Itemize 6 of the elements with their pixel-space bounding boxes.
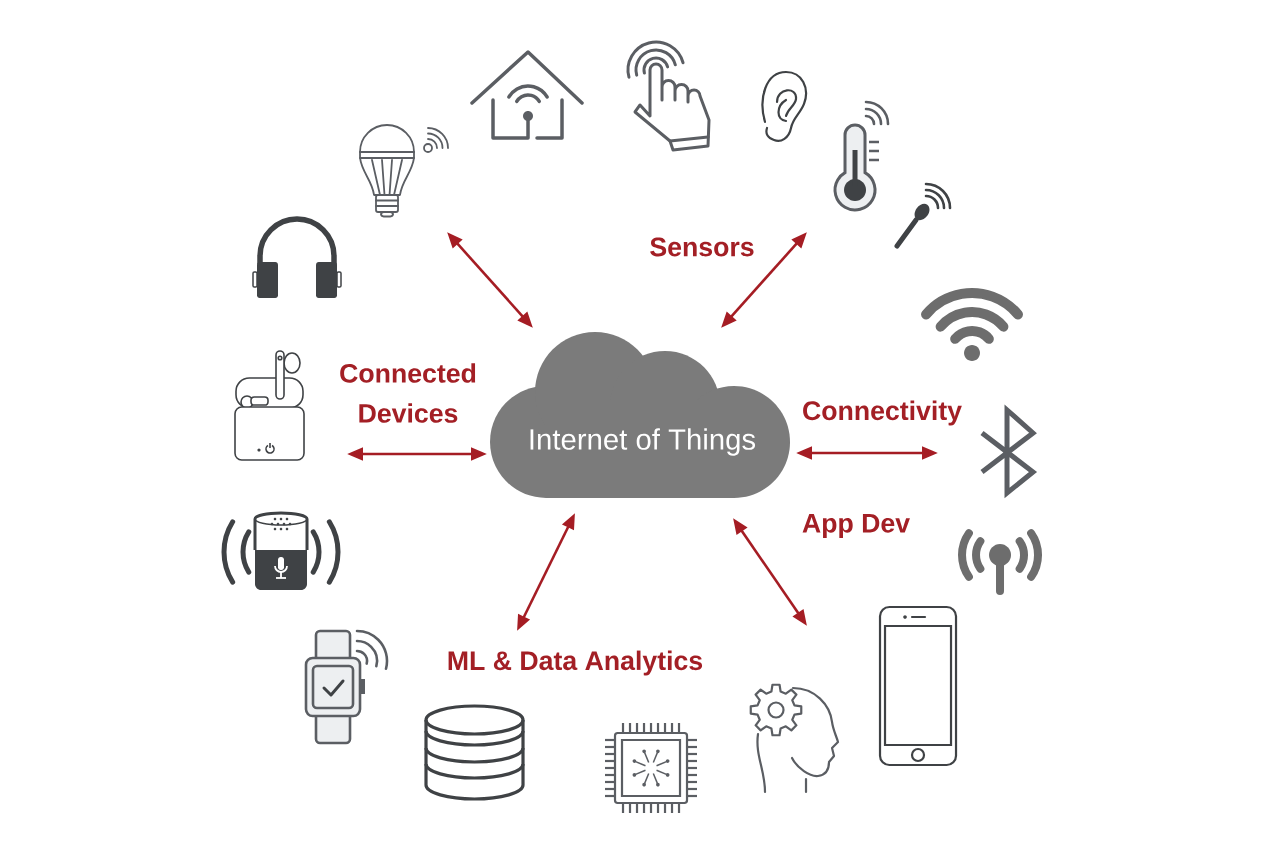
- category-label: App Dev: [802, 514, 910, 538]
- category-label: ML & Data Analytics: [448, 650, 703, 676]
- cloud: Internet of Things: [490, 332, 790, 498]
- category-label: Connectivity: [803, 400, 962, 426]
- category-label: Sensors: [650, 237, 754, 257]
- category-label: Connected Devices: [340, 363, 476, 423]
